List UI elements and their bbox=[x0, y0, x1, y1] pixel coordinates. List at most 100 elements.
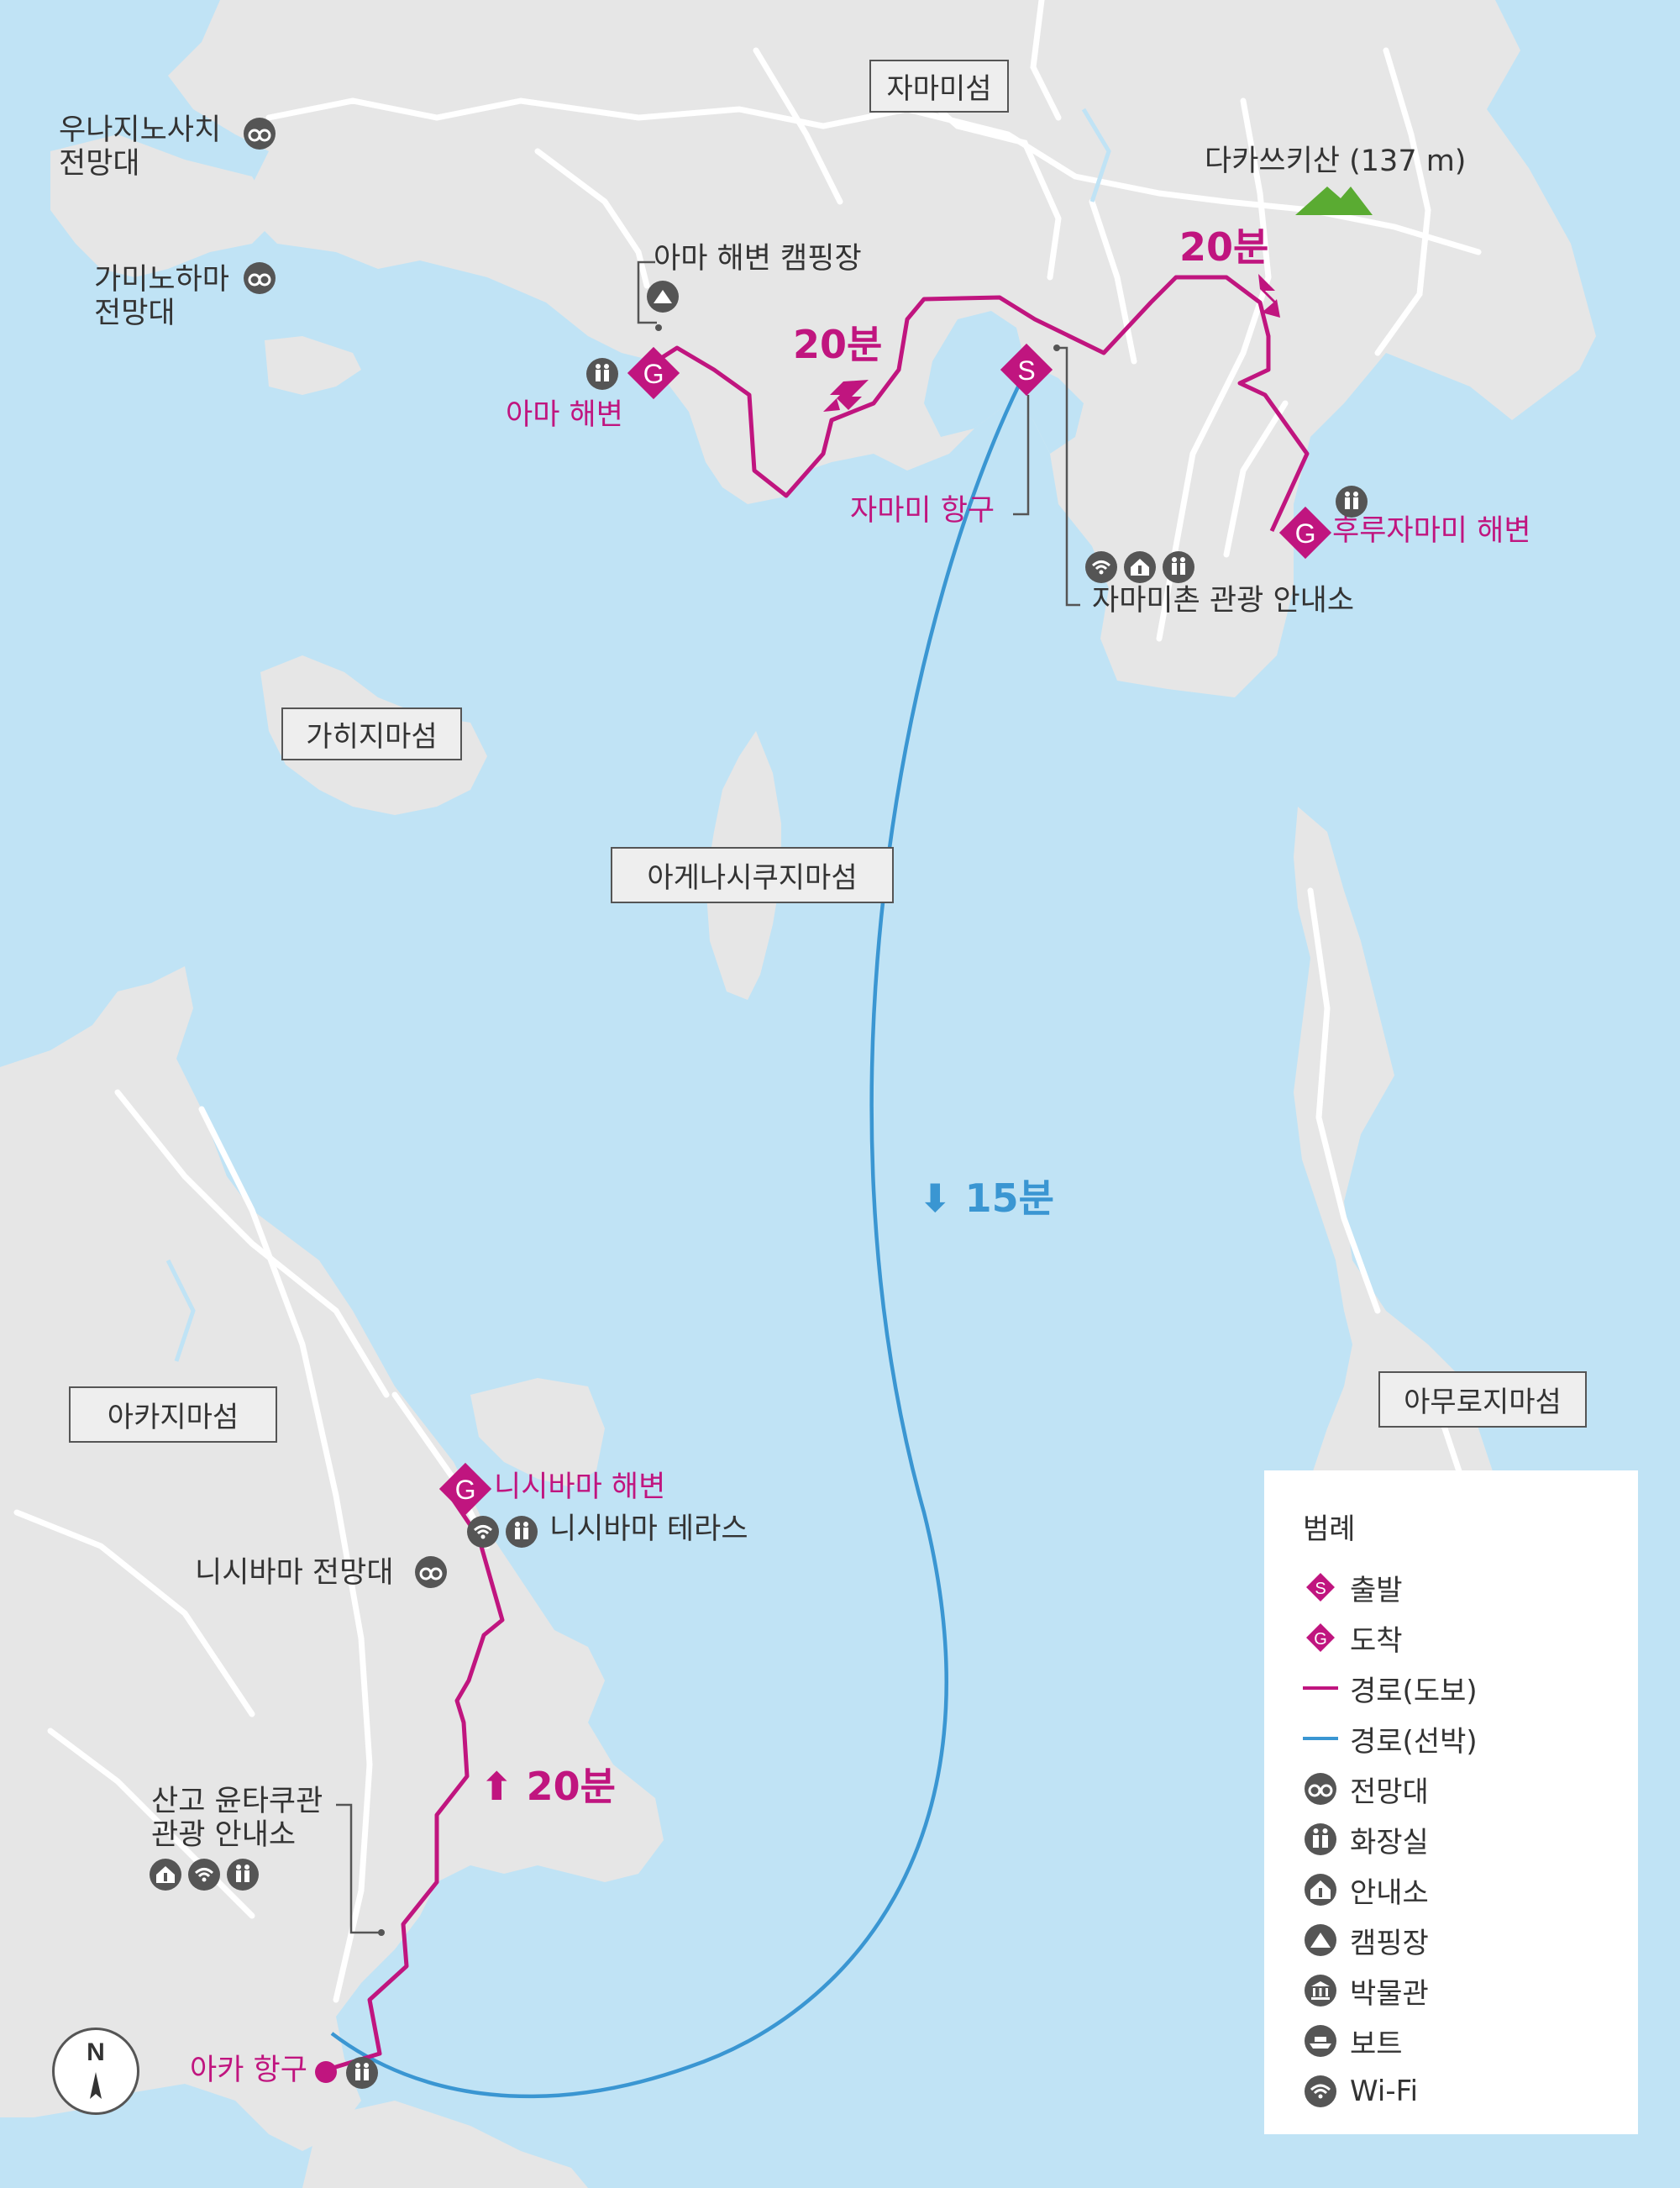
legend-item-wifi: Wi-Fi bbox=[1303, 2073, 1418, 2110]
time-walk-furuzamami: 20분 bbox=[1179, 224, 1269, 270]
label-ama-beach: 아마 해변 bbox=[506, 398, 623, 432]
down-arrow-icon: ⬇ bbox=[919, 1176, 952, 1221]
boat-route bbox=[330, 368, 1029, 2099]
label-sango-info: 산고 윤타쿠관 관광 안내소 bbox=[151, 1785, 323, 1853]
binoculars-icon bbox=[244, 262, 276, 294]
leader-lines bbox=[336, 260, 1080, 1934]
legend-item-walk-route: 경로(도보) bbox=[1303, 1670, 1478, 1708]
binoculars-icon bbox=[244, 118, 276, 150]
zamami-southwest-spit bbox=[265, 336, 361, 395]
toilet-icon bbox=[227, 1859, 259, 1891]
time-walk-aka: ⬆ 20분 bbox=[480, 1765, 616, 1809]
label-ama-camping: 아마 해변 캠핑장 bbox=[654, 242, 862, 276]
island-label-aka: 아카지마섬 bbox=[69, 1386, 277, 1443]
svg-text:G: G bbox=[1295, 518, 1316, 549]
tent-icon bbox=[1303, 1922, 1338, 1958]
mountain-icon bbox=[1295, 187, 1373, 215]
legend-label: 안내소 bbox=[1350, 1875, 1429, 1910]
aka-port-marker bbox=[315, 2061, 337, 2083]
label-zamami-port: 자마미 항구 bbox=[850, 494, 995, 528]
boat-icon bbox=[1303, 2023, 1338, 2059]
time-walk-aka-value: 20분 bbox=[526, 1764, 616, 1809]
start-marker-icon: S bbox=[1303, 1570, 1338, 1605]
legend-item-boat-route: 경로(선박) bbox=[1303, 1720, 1478, 1759]
zamami-island bbox=[168, 0, 1596, 697]
time-walk-ama: 20분 bbox=[793, 322, 883, 367]
label-aka-port: 아카 항구 bbox=[190, 2054, 307, 2087]
wifi-icon bbox=[1085, 551, 1117, 583]
legend-label: 전망대 bbox=[1350, 1775, 1429, 1809]
island-label-amuro: 아무로지마섬 bbox=[1378, 1371, 1587, 1428]
roads bbox=[13, 0, 1482, 2003]
goal-marker-icon: G bbox=[1303, 1620, 1338, 1655]
tent-icon bbox=[647, 281, 679, 313]
legend-label: 도착 bbox=[1350, 1623, 1403, 1658]
toilet-icon bbox=[1163, 551, 1194, 583]
svg-text:S: S bbox=[1017, 355, 1035, 386]
info-icon bbox=[150, 1859, 181, 1891]
legend-label: 박물관 bbox=[1350, 1976, 1429, 2011]
north-compass: N bbox=[52, 2028, 139, 2115]
wifi-icon bbox=[1303, 2074, 1338, 2109]
binoculars-icon bbox=[415, 1556, 447, 1588]
arrow-ama bbox=[823, 380, 869, 412]
time-boat: ⬇ 15분 bbox=[919, 1176, 1054, 1221]
legend-label: 경로(도보) bbox=[1350, 1674, 1478, 1708]
legend-item-info: 안내소 bbox=[1303, 1871, 1429, 1910]
toilet-icon bbox=[506, 1516, 538, 1548]
info-icon bbox=[1303, 1872, 1338, 1907]
legend-label: 경로(선박) bbox=[1350, 1724, 1478, 1759]
label-nishibama-view: 니시바마 전망대 bbox=[195, 1556, 394, 1590]
legend-label: 화장실 bbox=[1350, 1825, 1429, 1859]
up-arrow-icon: ⬆ bbox=[480, 1764, 513, 1809]
legend-item-boat: 보트 bbox=[1303, 2022, 1403, 2061]
aka-island bbox=[0, 966, 664, 2151]
streams bbox=[165, 108, 1111, 1362]
wifi-icon bbox=[188, 1859, 220, 1891]
legend-item-toilet: 화장실 bbox=[1303, 1821, 1429, 1859]
island-label-zamami: 자마미섬 bbox=[869, 60, 1009, 113]
label-nishibama-beach: 니시바마 해변 bbox=[494, 1470, 666, 1504]
zamami-harbor-water bbox=[924, 311, 1084, 454]
leader-dots bbox=[378, 324, 1060, 1936]
toilet-icon bbox=[1336, 486, 1368, 518]
legend-label: 보트 bbox=[1350, 2027, 1403, 2061]
compass-needle-icon bbox=[90, 2072, 102, 2099]
museum-icon bbox=[1303, 1973, 1338, 2008]
label-furuzamami: 후루자마미 해변 bbox=[1332, 514, 1531, 548]
svg-text:G: G bbox=[455, 1475, 476, 1505]
info-icon bbox=[1124, 551, 1156, 583]
wifi-icon bbox=[467, 1516, 499, 1548]
legend-label: 캠핑장 bbox=[1350, 1926, 1429, 1960]
island-label-agenashiku: 아게나시쿠지마섬 bbox=[611, 847, 894, 903]
walk-route-line-icon bbox=[1303, 1670, 1338, 1706]
label-kaminohama: 가미노하마 전망대 bbox=[94, 263, 230, 331]
time-boat-value: 15분 bbox=[964, 1176, 1054, 1221]
legend-item-goal: G 도착 bbox=[1303, 1619, 1403, 1658]
goal-marker-ama: G bbox=[627, 346, 680, 400]
compass-north-letter: N bbox=[87, 2038, 105, 2066]
aka-south-island bbox=[302, 2101, 588, 2188]
toilet-icon bbox=[586, 358, 618, 390]
legend-item-camping: 캠핑장 bbox=[1303, 1922, 1429, 1960]
legend: 범례 S 출발 G 도착 경로(도보) 경로(선박) 전망대 화장실 안내소 bbox=[1264, 1470, 1638, 2134]
legend-item-start: S 출발 bbox=[1303, 1569, 1403, 1607]
label-nishibama-terrace: 니시바마 테라스 bbox=[549, 1512, 748, 1546]
island-label-gahi: 가히지마섬 bbox=[281, 707, 462, 760]
legend-label: Wi-Fi bbox=[1350, 2075, 1419, 2108]
arrow-furuzamami bbox=[1258, 274, 1280, 318]
toilet-icon bbox=[1303, 1822, 1338, 1857]
boat-route-line-icon bbox=[1303, 1721, 1338, 1756]
legend-item-museum: 박물관 bbox=[1303, 1972, 1429, 2011]
label-zamami-info: 자마미촌 관광 안내소 bbox=[1092, 584, 1355, 618]
label-unajinosachi: 우나지노사치 전망대 bbox=[59, 113, 222, 181]
zamami-west-cape bbox=[50, 134, 277, 277]
label-takatsuki: 다카쓰키산 (137 m) bbox=[1205, 145, 1467, 178]
svg-text:S: S bbox=[1315, 1580, 1326, 1598]
toilet-icon bbox=[346, 2057, 378, 2089]
binoculars-icon bbox=[1303, 1771, 1338, 1807]
legend-title: 범례 bbox=[1303, 1512, 1356, 1546]
aka-east-cape bbox=[470, 1378, 605, 1487]
